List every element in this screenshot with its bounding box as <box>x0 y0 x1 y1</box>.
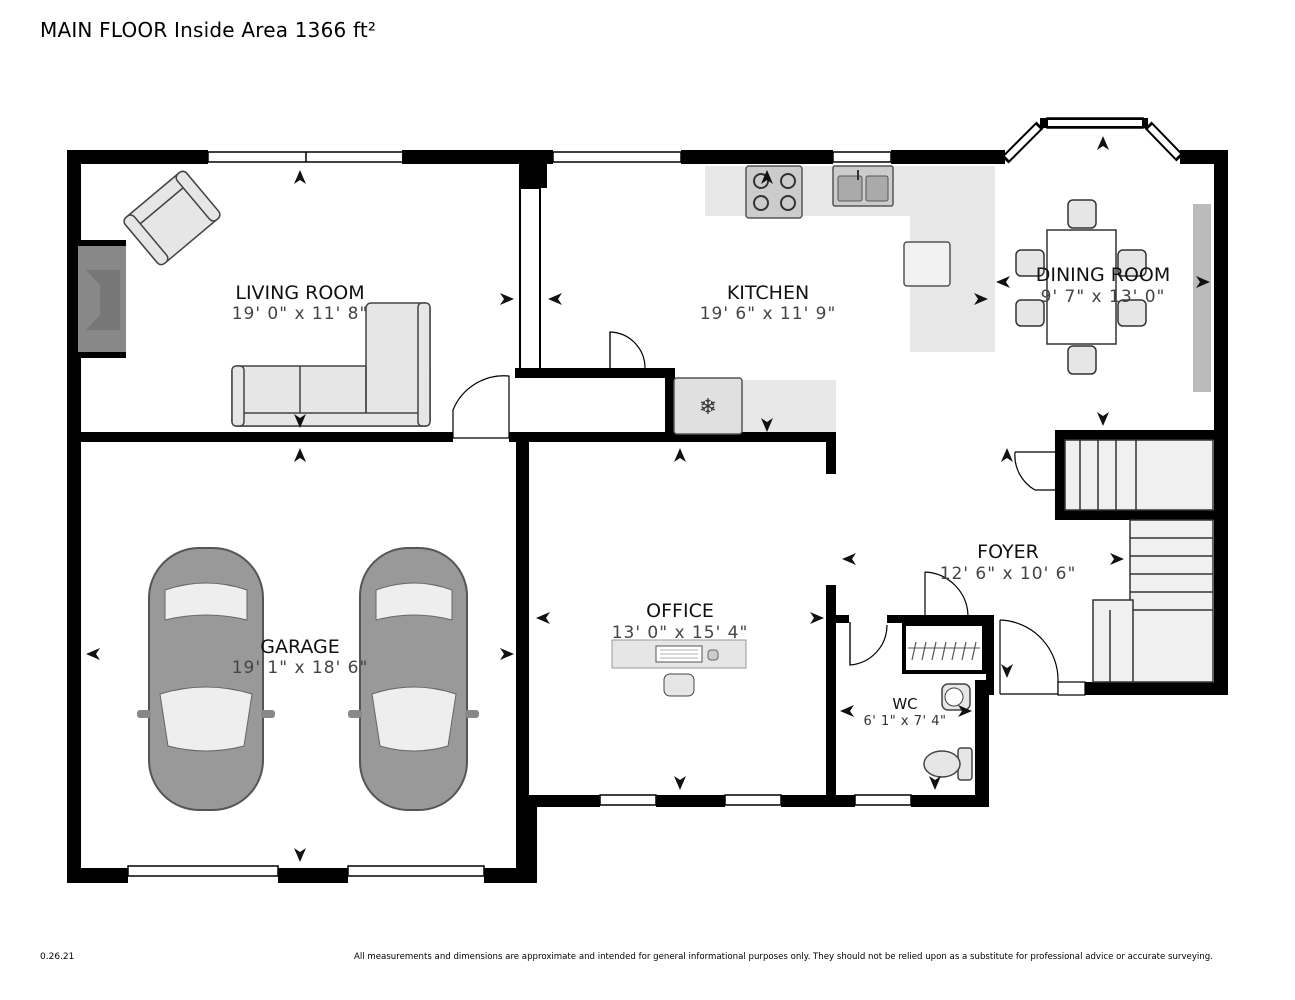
plan-version-code: 0.26.21 <box>40 952 75 962</box>
room-dims-kitchen: 19' 6" x 11' 9" <box>700 304 837 324</box>
sink-icon <box>832 165 894 207</box>
fireplace-icon <box>78 240 126 358</box>
toilet-icon <box>923 747 973 781</box>
bar-stool-icon <box>903 241 951 287</box>
desk-icon <box>611 639 747 697</box>
room-name-living: LIVING ROOM <box>235 282 364 304</box>
wc-sink-icon <box>941 683 971 711</box>
room-dims-garage: 19' 1" x 18' 6" <box>232 658 369 678</box>
room-dims-dining: 9' 7" x 13' 0" <box>1041 287 1166 307</box>
closet-icon <box>902 622 986 674</box>
room-dims-wc: 6' 1" x 7' 4" <box>864 714 947 729</box>
sofa-icon <box>231 302 431 427</box>
doors <box>452 331 1086 696</box>
stove-icon <box>745 165 803 219</box>
room-dims-living: 19' 0" x 11' 8" <box>232 304 369 324</box>
room-name-dining: DINING ROOM <box>1036 264 1171 286</box>
page-title: MAIN FLOOR Inside Area 1366 ft² <box>40 18 377 42</box>
car-icon-right <box>348 547 479 811</box>
refrigerator-icon: ❄ <box>673 377 743 435</box>
room-dims-foyer: 12' 6" x 10' 6" <box>940 564 1077 584</box>
car-icon-left <box>137 547 275 811</box>
room-name-kitchen: KITCHEN <box>727 282 809 304</box>
walls <box>67 150 1228 883</box>
dining-table-icon <box>1015 199 1147 375</box>
view-arrows <box>86 136 1210 862</box>
room-dims-office: 13' 0" x 15' 4" <box>612 623 749 643</box>
room-name-office: OFFICE <box>646 600 714 622</box>
room-name-foyer: FOYER <box>977 541 1039 563</box>
armchair-icon <box>123 170 221 266</box>
room-name-garage: GARAGE <box>260 636 340 658</box>
room-name-wc: WC <box>892 695 917 713</box>
staircase-icon <box>1064 439 1214 683</box>
disclaimer-text: All measurements and dimensions are appr… <box>354 952 1213 962</box>
svg-text:❄: ❄ <box>699 395 717 420</box>
